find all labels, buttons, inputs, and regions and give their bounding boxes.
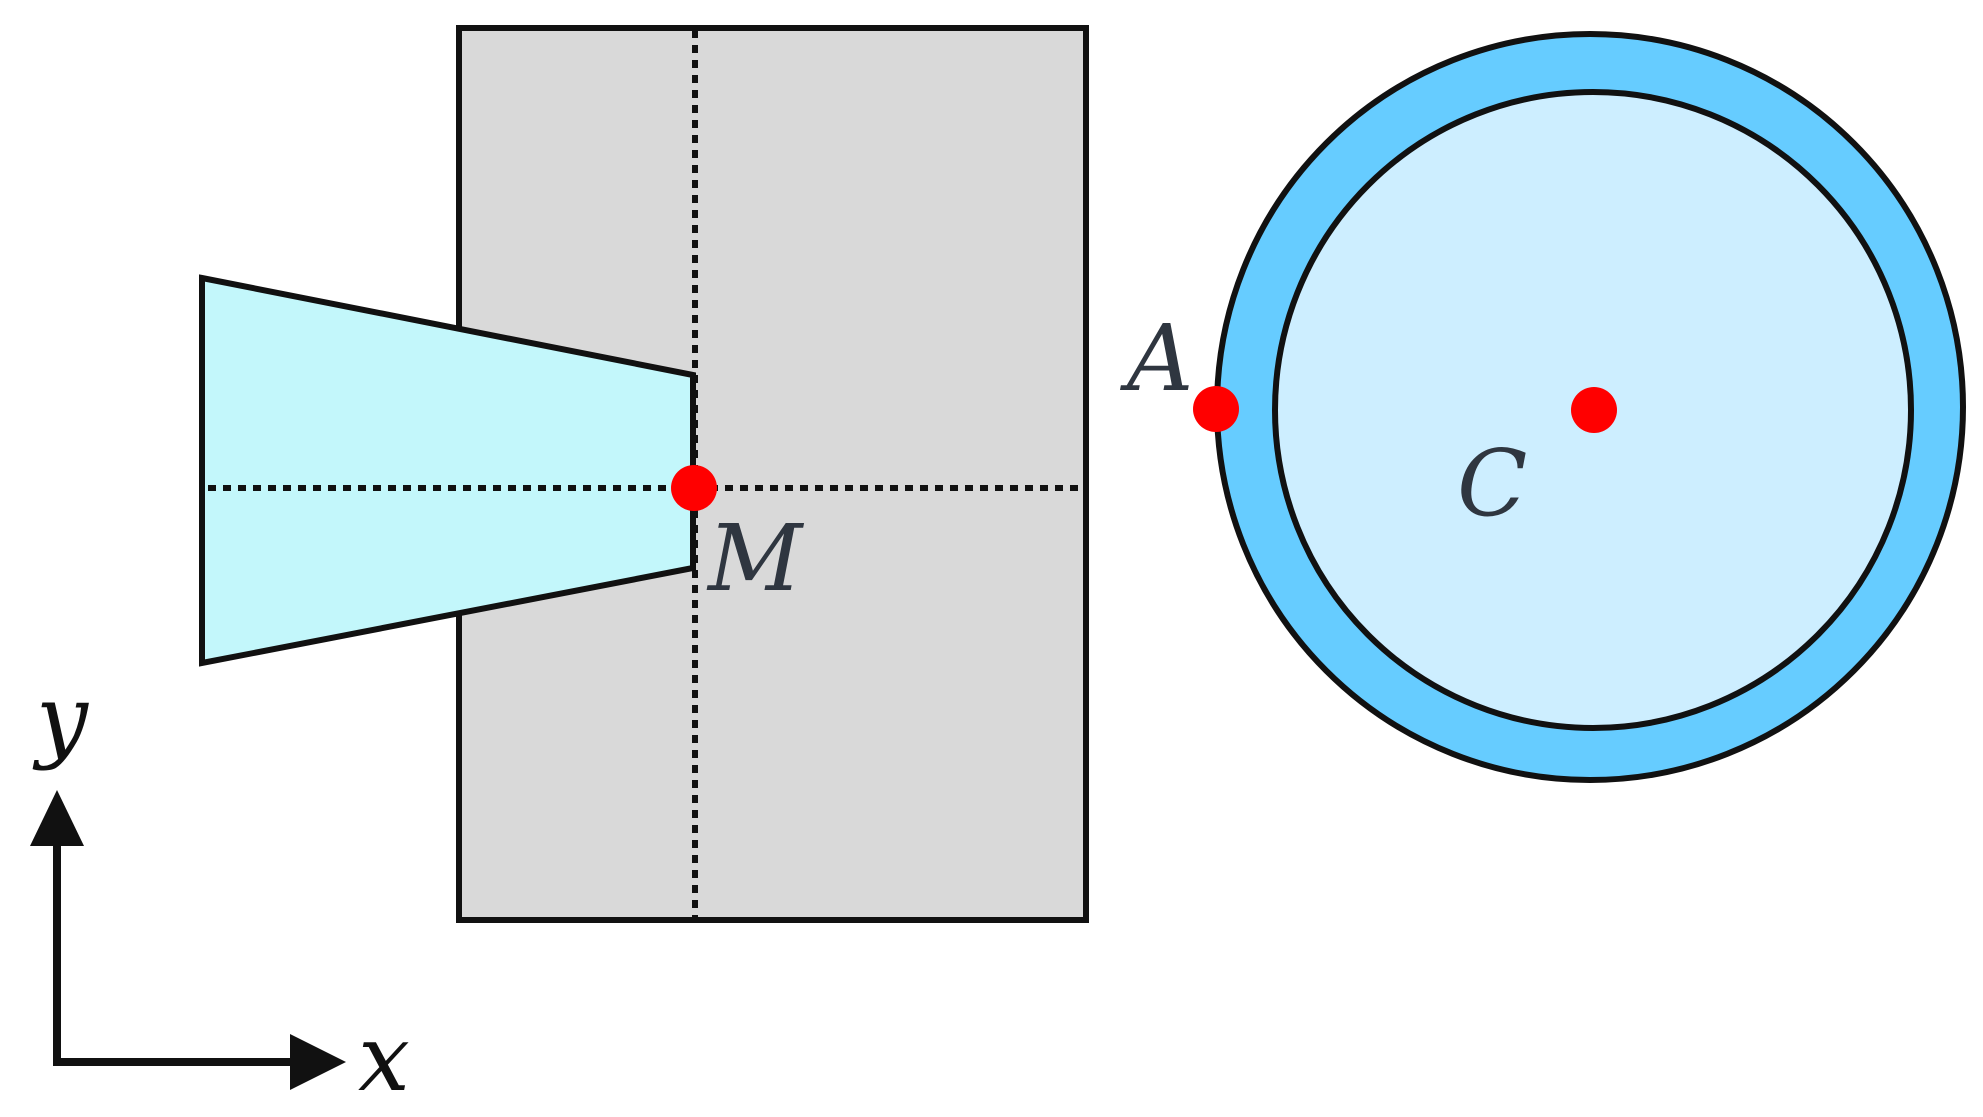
x-axis-label: x: [358, 1005, 410, 1112]
point-m-dot: [671, 465, 717, 511]
point-c-label: C: [1457, 430, 1527, 537]
y-axis-arrowhead: [30, 790, 84, 846]
x-axis-arrowhead: [290, 1034, 346, 1090]
point-m-label: M: [706, 505, 805, 612]
point-a-dot: [1193, 386, 1239, 432]
y-axis-label: y: [32, 665, 89, 772]
trapezoid-shape: [199, 274, 696, 667]
point-c-dot: [1571, 387, 1617, 433]
point-a-label: A: [1119, 305, 1193, 412]
